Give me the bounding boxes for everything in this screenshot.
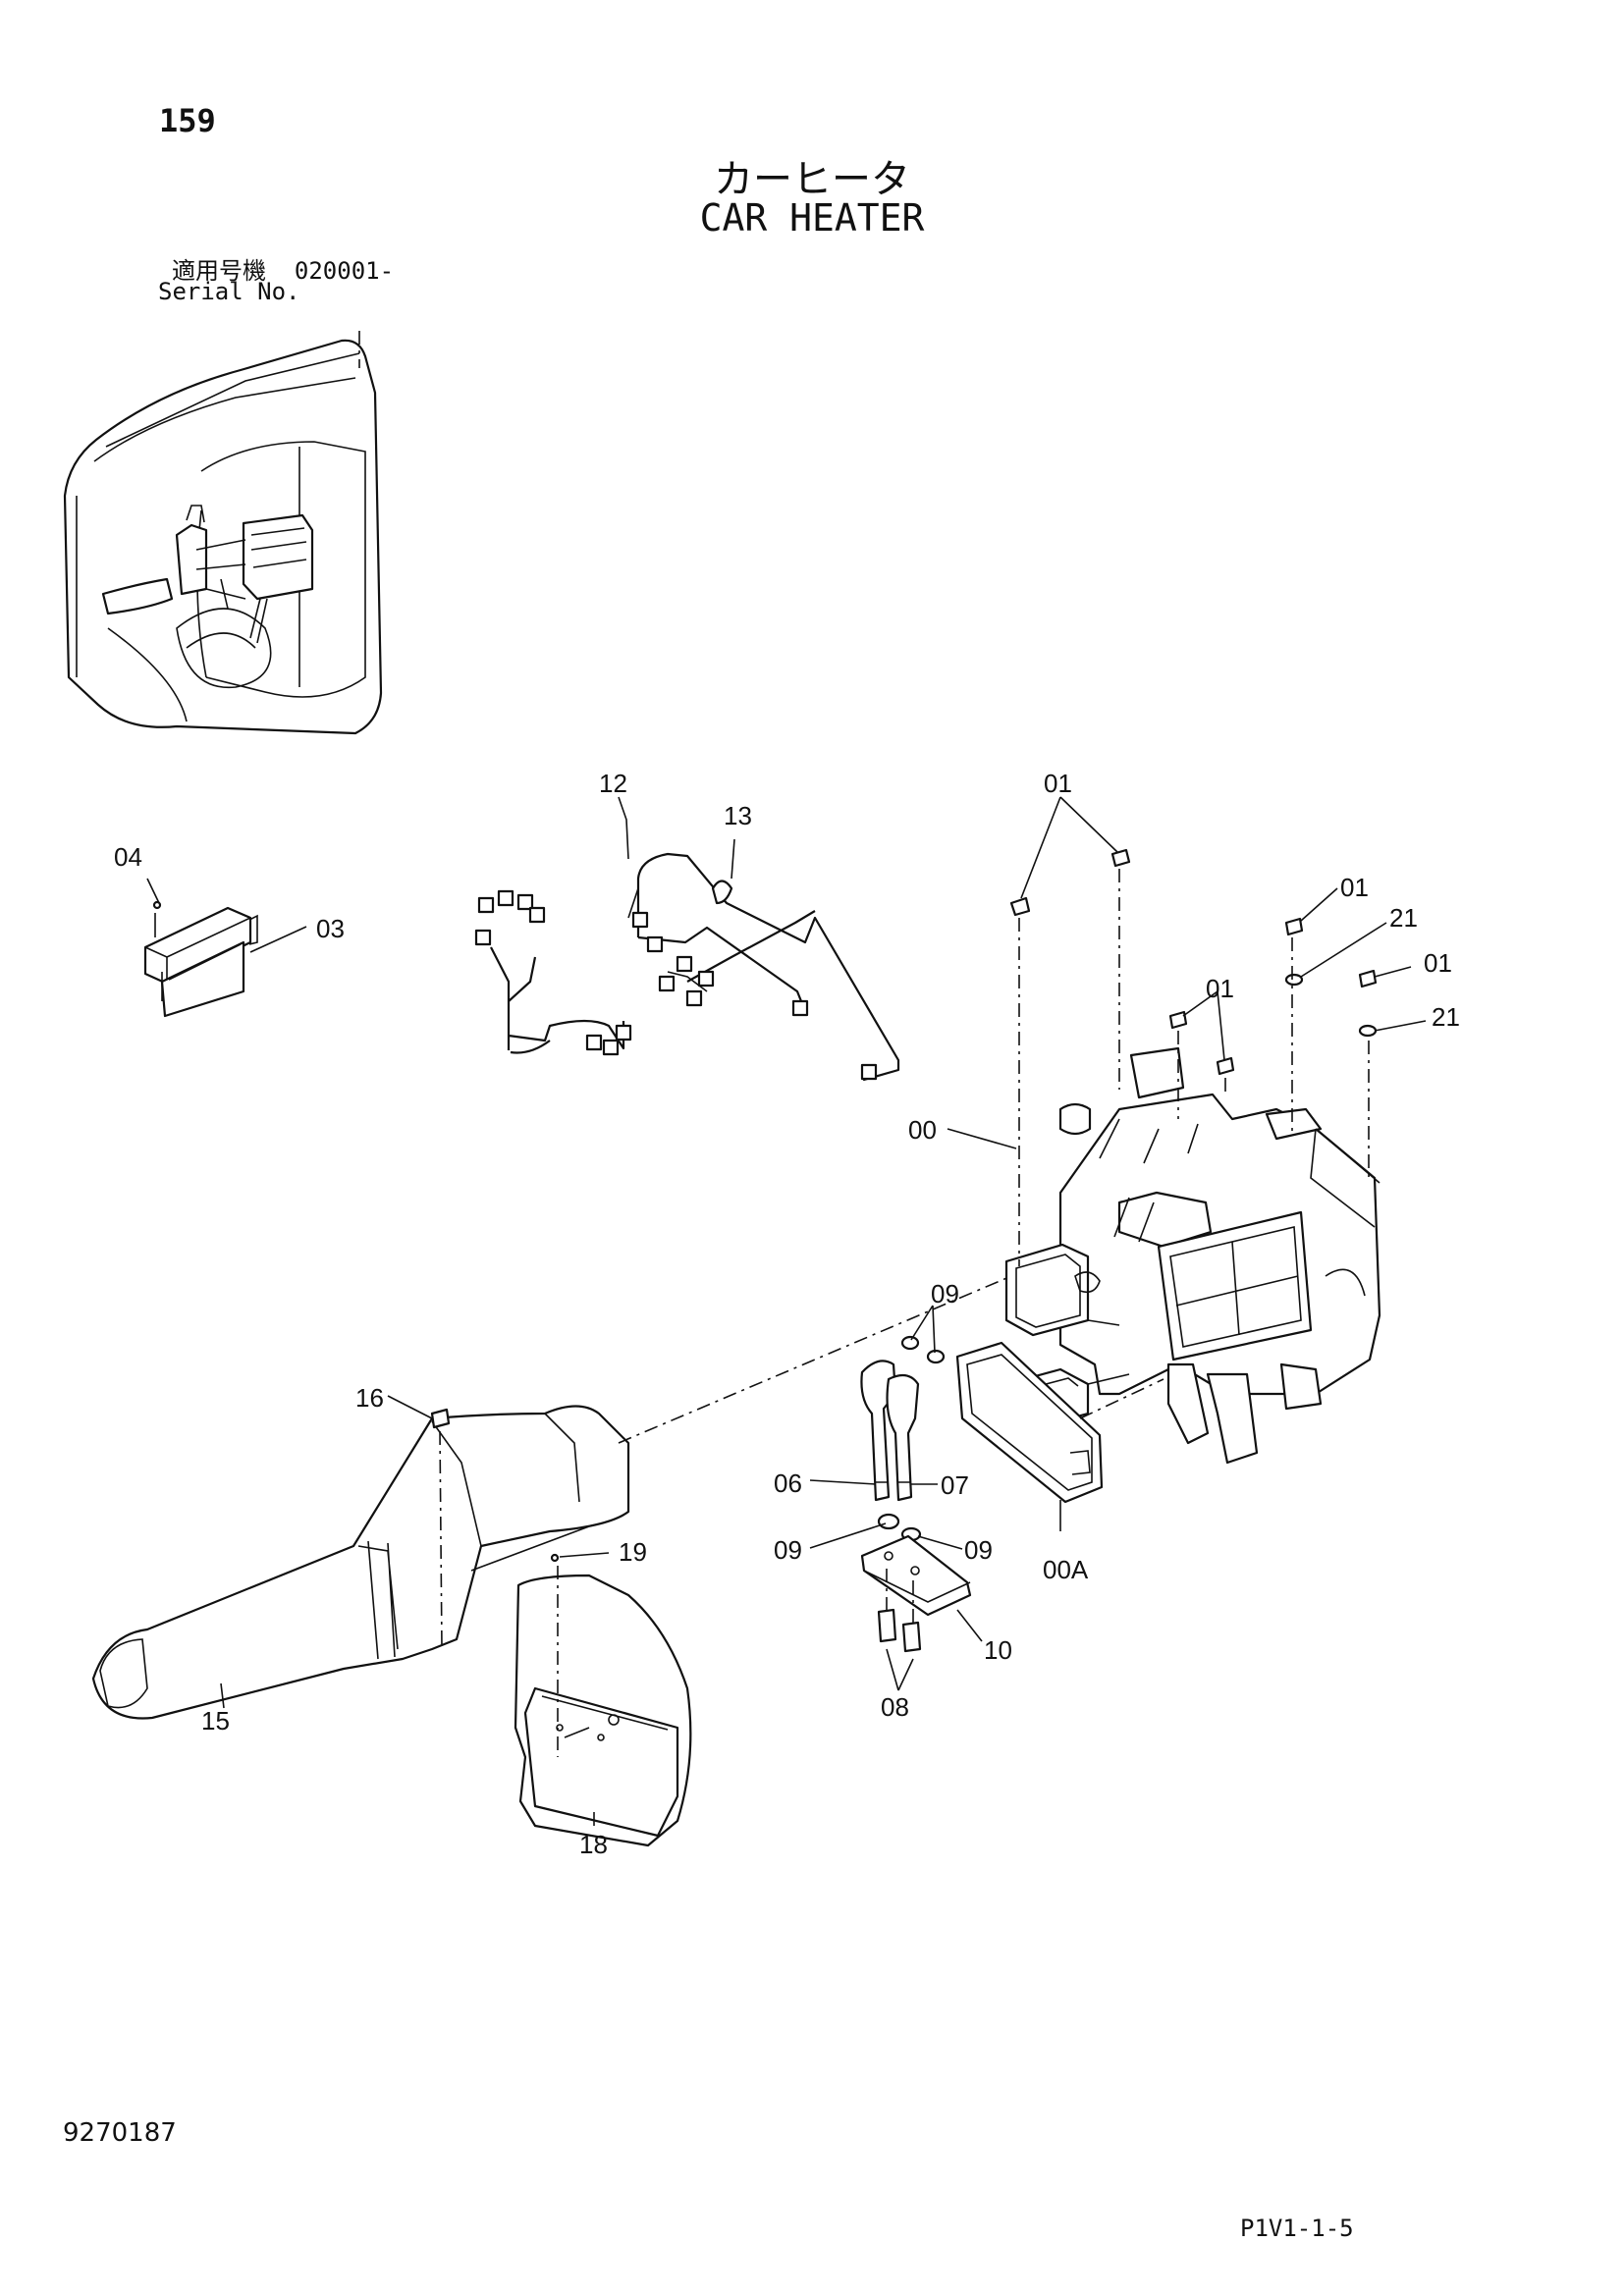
callout-13: 13 [724, 801, 752, 830]
callout-00A: 00A [1043, 1555, 1089, 1584]
callout-19: 19 [619, 1537, 647, 1567]
callout-10: 10 [984, 1635, 1012, 1665]
callout-04: 04 [114, 842, 142, 872]
part-15-duct [91, 1405, 630, 1720]
leader-lines [146, 796, 1427, 1826]
part-01-bolts [1009, 848, 1378, 1076]
callout-08: 08 [881, 1692, 909, 1722]
serial-label-english: Serial No. [158, 278, 300, 305]
callout-01-top: 01 [1044, 769, 1072, 798]
callout-21-right-1: 21 [1389, 903, 1418, 933]
part-18-duct [514, 1574, 692, 1847]
callout-00: 00 [908, 1115, 937, 1145]
assembly-lines [439, 869, 1370, 1757]
callout-09-right: 09 [964, 1535, 993, 1565]
part-03-controller [143, 906, 258, 1018]
part-08-screws [877, 1608, 922, 1653]
part-12-wiring-harness [474, 852, 900, 1082]
part-06-07-hoses [860, 1360, 920, 1502]
callout-21-right-2: 21 [1432, 1002, 1460, 1032]
callout-09-left: 09 [774, 1535, 802, 1565]
callout-15: 15 [201, 1706, 230, 1735]
part-00A-filter [955, 1341, 1104, 1504]
cab-overview [63, 331, 383, 735]
serial-label-jp: 適用号機 [172, 257, 266, 285]
callout-12: 12 [599, 769, 627, 798]
serial-line-japanese: 適用号機 020001- [172, 251, 394, 286]
callout-18: 18 [579, 1830, 608, 1859]
callout-01-right-1: 01 [1340, 873, 1369, 902]
callout-01-right-2: 01 [1424, 948, 1452, 978]
callout-labels: 04 03 12 13 01 01 21 01 01 21 00 09 16 0… [114, 769, 1460, 1859]
document-number: 9270187 [63, 2118, 177, 2148]
serial-value: 020001- [294, 257, 395, 285]
callout-07: 07 [941, 1470, 969, 1500]
part-10-bracket [860, 1534, 972, 1617]
callout-09-top: 09 [931, 1279, 959, 1308]
callout-01-mid: 01 [1206, 974, 1234, 1003]
page-reference: P1V1-1-5 [1240, 2215, 1354, 2242]
callout-06: 06 [774, 1468, 802, 1498]
title-english: CAR HEATER [699, 196, 925, 240]
callout-03: 03 [316, 914, 345, 943]
callout-16: 16 [355, 1383, 384, 1413]
page-number: 159 [159, 102, 216, 139]
title-japanese: カーヒータ [714, 157, 910, 202]
fasteners-misc [152, 900, 560, 1563]
